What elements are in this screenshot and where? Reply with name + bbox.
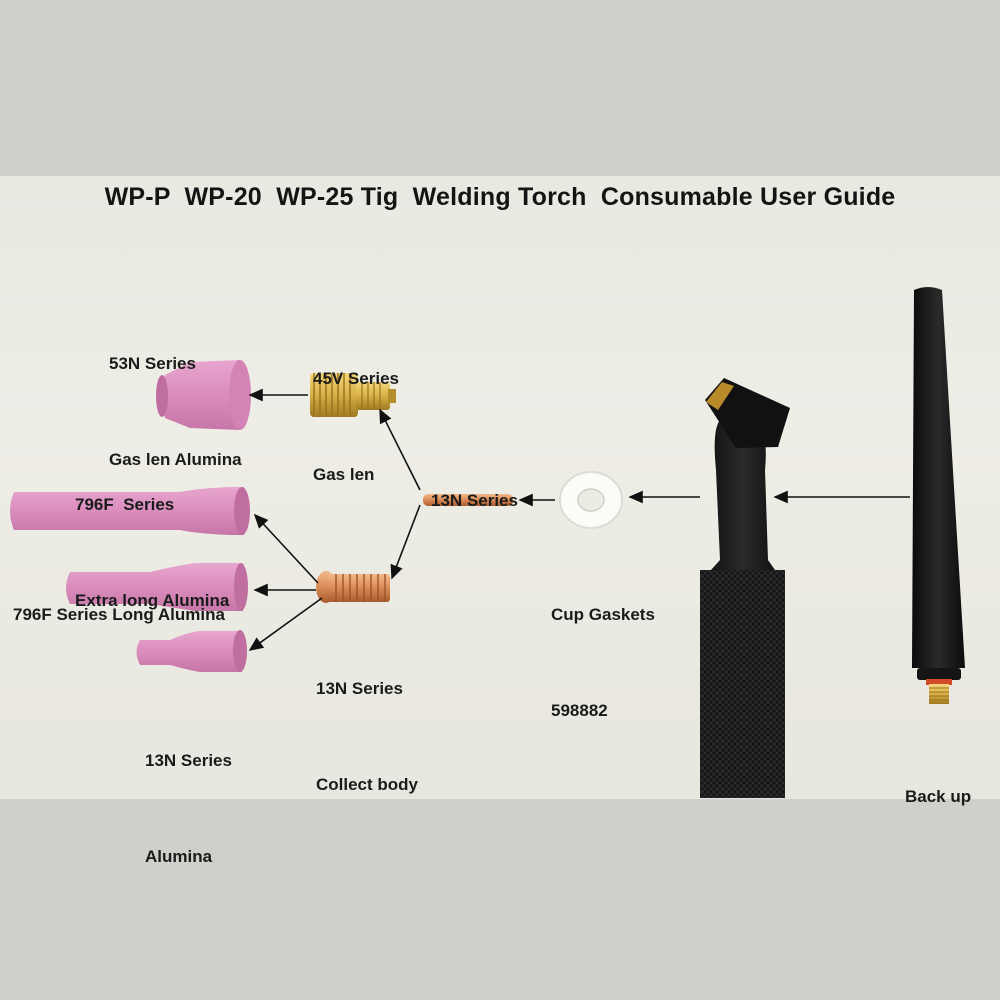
label-gas-len-alumina: 53N Series Gas len Alumina <box>109 354 242 469</box>
gas-len-alumina-cup <box>156 360 251 430</box>
label-gas-len: 45V Series Gas len <box>313 369 400 484</box>
torch-body <box>700 378 790 798</box>
extra-long-alumina-cup <box>10 487 250 535</box>
cup-gasket <box>559 471 623 529</box>
collet-copper <box>423 494 513 506</box>
gas-len-brass <box>310 373 396 417</box>
long-alumina-cup <box>66 563 248 611</box>
back-cap <box>912 287 965 704</box>
alumina-cup <box>136 630 247 672</box>
label-back-cap: Back up <box>905 787 972 806</box>
product-photo <box>0 176 1000 799</box>
label-cup-gaskets: Cup Gaskets 598882 <box>551 605 655 720</box>
label-alumina: 13N Series Alumina <box>145 751 232 866</box>
label-extra-long-alumina: 796F Series Extra long Alumina <box>75 495 230 610</box>
collet-body-copper <box>316 571 390 603</box>
label-collet-body: 13N Series Collect body <box>316 679 419 794</box>
label-long-alumina: 796F Series Long Alumina <box>13 605 225 624</box>
label-collet: 13N Series <box>431 491 518 510</box>
guide-arrows <box>248 388 910 651</box>
guide-title: WP-P WP-20 WP-25 Tig Welding Torch Consu… <box>104 183 896 211</box>
